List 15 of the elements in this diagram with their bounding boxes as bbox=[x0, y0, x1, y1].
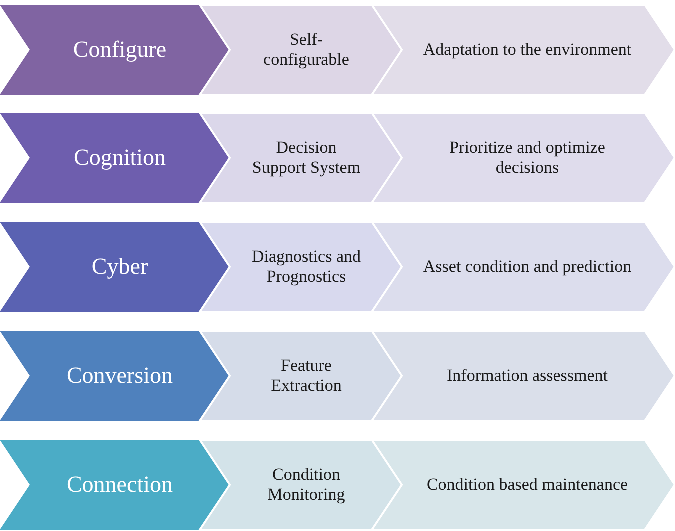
stage-description: Condition Monitoring bbox=[266, 464, 346, 506]
stage-label: Conversion bbox=[66, 362, 174, 390]
stage-description: Decision Support System bbox=[252, 138, 362, 178]
stage-description: Asset condition and prediction bbox=[423, 256, 632, 278]
stage-label: Configure bbox=[73, 36, 167, 64]
stage-description: Adaptation to the environment bbox=[423, 40, 632, 60]
stage-label: Cyber bbox=[92, 253, 148, 281]
stage-label: Cognition bbox=[74, 144, 166, 172]
stage-description: Information assessment bbox=[447, 366, 608, 386]
stage-label: Connection bbox=[66, 471, 174, 499]
stage-description: Self-configurable bbox=[262, 30, 350, 70]
stage-description: Feature Extraction bbox=[270, 356, 343, 396]
stage-description: Prioritize and optimize decisions bbox=[448, 138, 606, 178]
stage-description: Diagnostics and Prognostics bbox=[252, 246, 362, 288]
stage-description: Condition based maintenance bbox=[426, 474, 628, 496]
